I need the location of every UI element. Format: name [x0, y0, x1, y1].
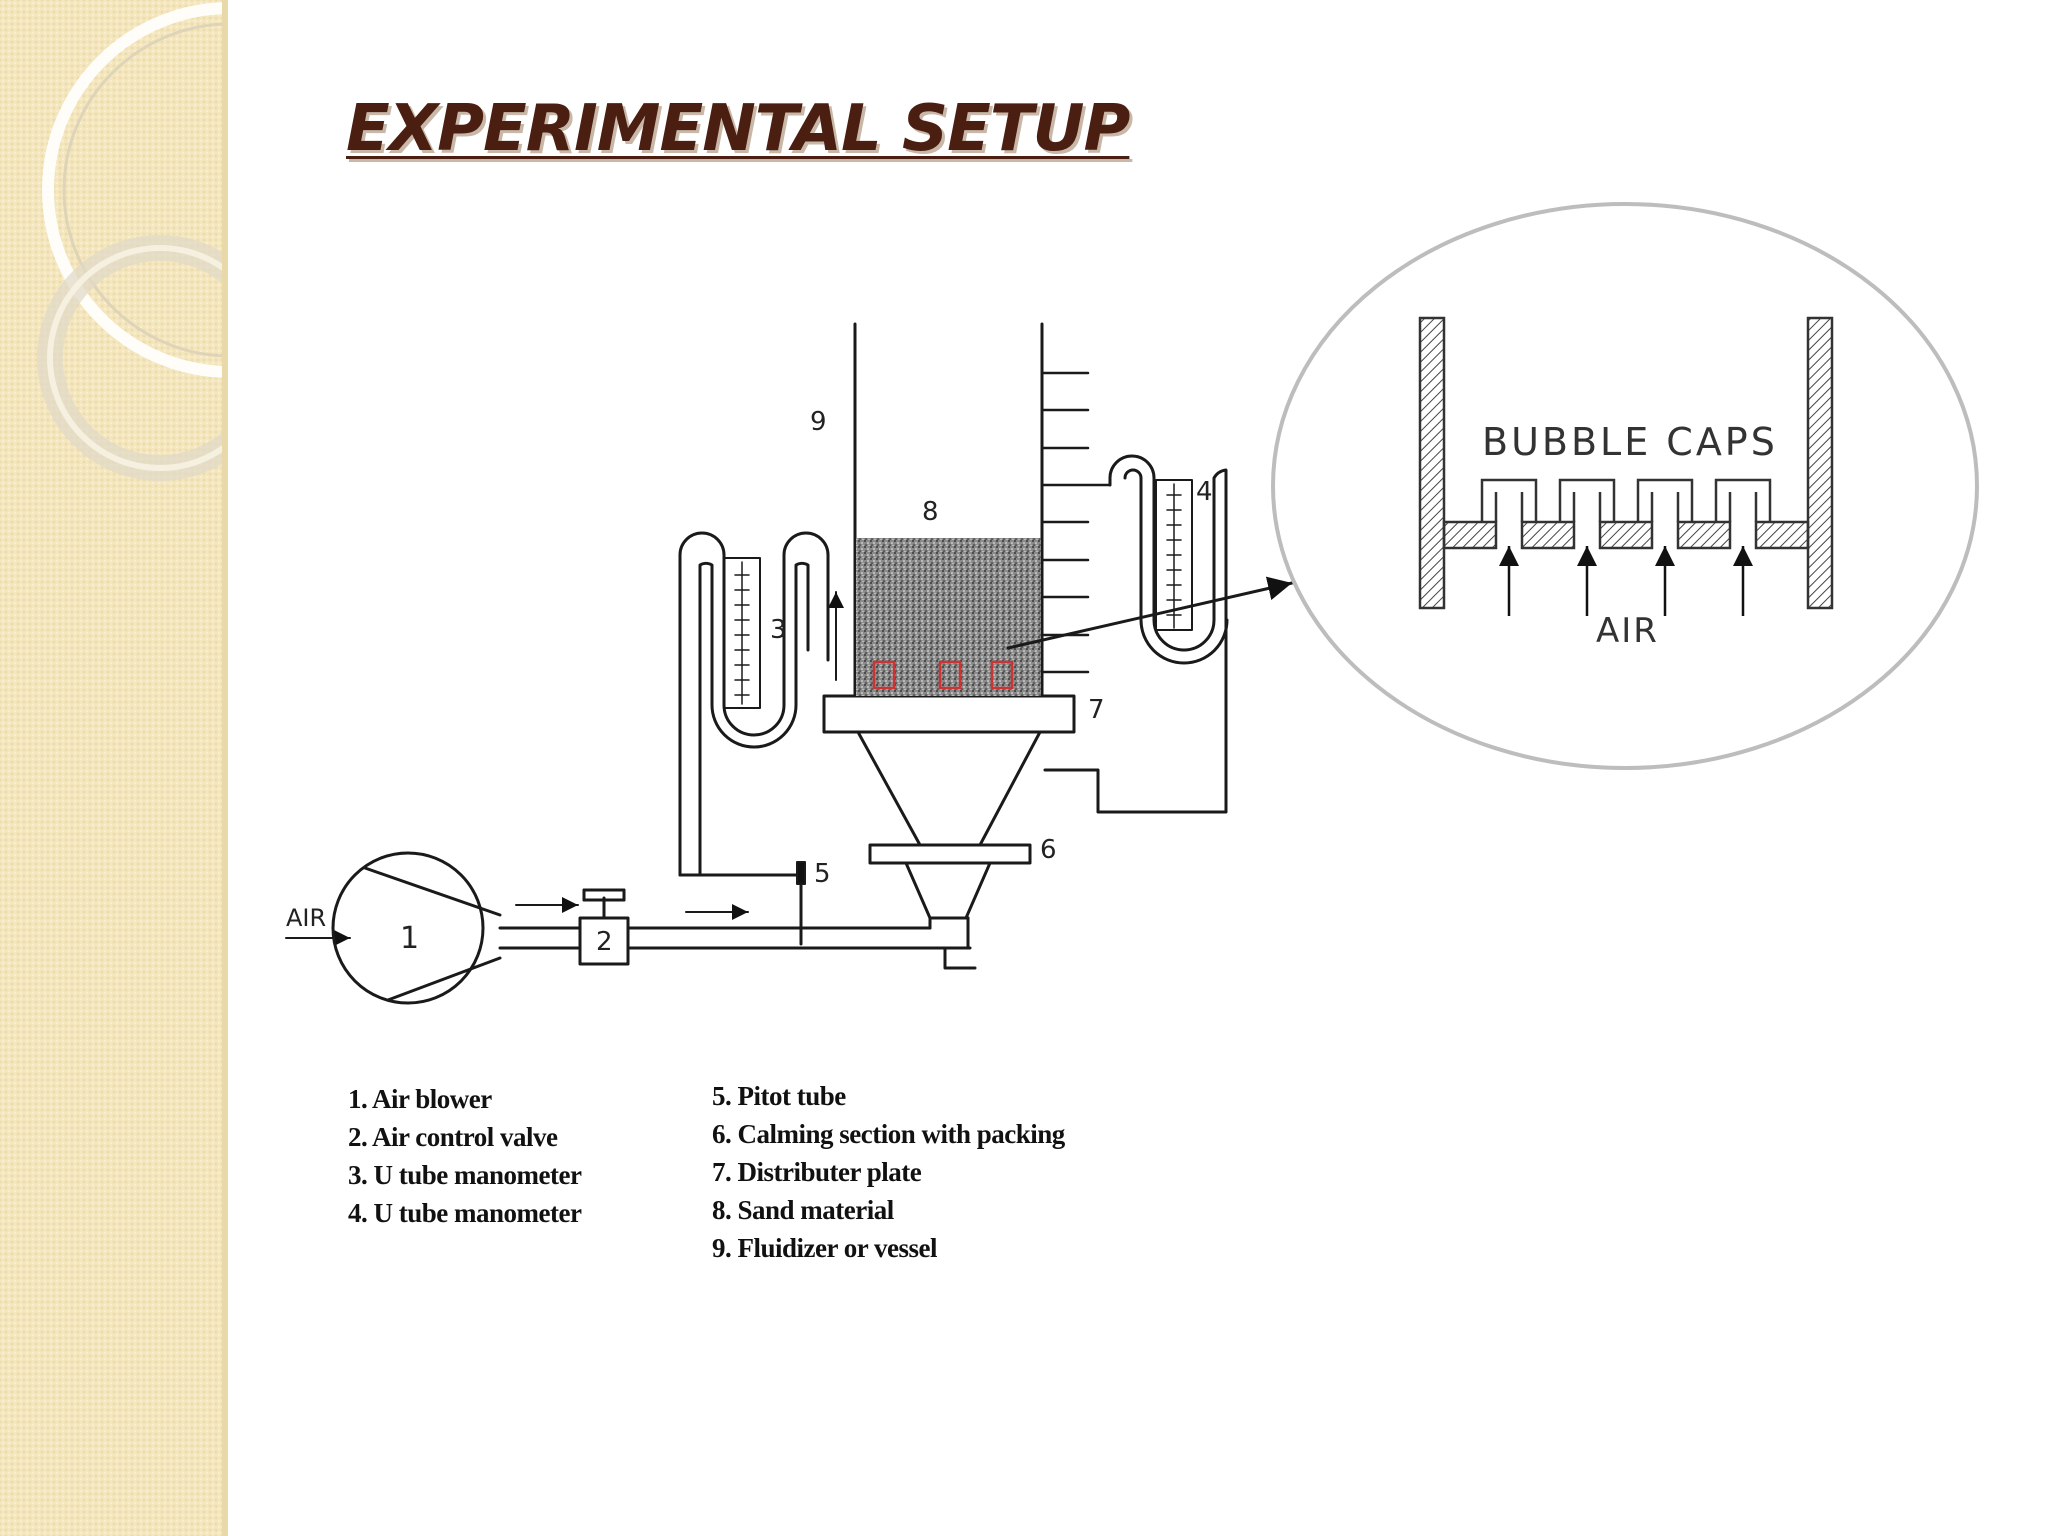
inset-distributor-plate — [1442, 520, 1810, 550]
component-number-9: 9 — [810, 407, 827, 437]
air-inlet-label: AIR — [286, 904, 326, 932]
component-number-7: 7 — [1088, 695, 1105, 725]
decorative-side-band — [0, 0, 228, 1536]
bubble-caps-inset — [1271, 202, 1979, 770]
inset-air-arrows — [1499, 546, 1753, 616]
component-number-5: 5 — [814, 859, 831, 889]
legend-item: 2. Air control valve — [348, 1122, 558, 1152]
pressure-tappings — [1040, 371, 1112, 674]
component-number-3: 3 — [770, 615, 787, 645]
sand-bed — [856, 538, 1041, 696]
component-number-1: 1 — [400, 921, 419, 956]
legend-right: 5. Pitot tube 6. Calming section with pa… — [712, 1077, 1065, 1267]
decorative-rings — [37, 2, 228, 481]
side-band-edge — [222, 0, 228, 1536]
air-blower — [331, 851, 502, 1005]
manometer-scale-left — [734, 561, 750, 705]
slide-title: EXPERIMENTAL SETUP — [346, 92, 1130, 166]
bubble-caps-in-bed — [872, 660, 1014, 690]
inset-title: BUBBLE CAPS — [1482, 420, 1778, 464]
u-tube-manometer-left — [678, 531, 830, 877]
air-control-valve — [578, 888, 630, 966]
legend-item: 5. Pitot tube — [712, 1081, 846, 1111]
callout-arrow — [1006, 576, 1294, 650]
inset-air-label: AIR — [1596, 611, 1659, 651]
inset-bubble-caps — [1480, 478, 1772, 522]
flow-arrows — [515, 591, 844, 920]
legend-left: 1. Air blower 2. Air control valve 3. U … — [348, 1080, 582, 1232]
legend-item: 3. U tube manometer — [348, 1160, 582, 1190]
component-number-6: 6 — [1040, 835, 1057, 865]
component-number-2: 2 — [596, 927, 613, 957]
u-tube-manometer-right — [1043, 454, 1229, 814]
legend-item: 8. Sand material — [712, 1195, 894, 1225]
distributor-plate — [822, 694, 1076, 734]
legend-item: 1. Air blower — [348, 1084, 492, 1114]
legend-item: 7. Distributer plate — [712, 1157, 922, 1187]
legend-item: 6. Calming section with packing — [712, 1119, 1065, 1149]
air-pipe — [498, 916, 977, 970]
manometer-scale-right — [1166, 483, 1182, 629]
pitot-tube — [796, 861, 806, 946]
component-number-4: 4 — [1196, 477, 1213, 507]
inset-vessel-walls — [1418, 316, 1834, 610]
component-number-8: 8 — [922, 497, 939, 527]
calming-section — [856, 730, 1042, 920]
legend-item: 9. Fluidizer or vessel — [712, 1233, 937, 1263]
legend-item: 4. U tube manometer — [348, 1198, 582, 1228]
